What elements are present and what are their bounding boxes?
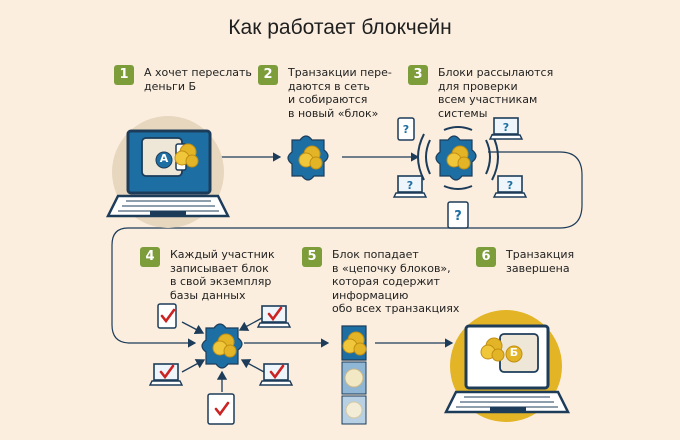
blockchain-chain-icon	[341, 325, 367, 425]
peer-check-icons	[149, 303, 293, 425]
step-number-badge: 2	[258, 65, 278, 85]
step-description: Транзакция завершена	[506, 248, 575, 275]
svg-text:?: ?	[454, 209, 462, 224]
receiver-laptop-icon	[443, 310, 571, 422]
peer-question-icons: ? ? ? ? ?	[393, 117, 527, 229]
arrow-3-4	[111, 151, 583, 348]
step-number-badge: 6	[476, 247, 496, 267]
step-description: Каждый участник записывает блок в свой э…	[170, 248, 275, 302]
step-number-badge: 1	[114, 65, 134, 85]
step-description: Блоки рассылаются для проверки всем учас…	[438, 66, 554, 120]
network-broadcast-icon: ? ? ? ? ?	[393, 117, 527, 229]
sender-laptop-icon	[105, 116, 231, 228]
step-description: Блок попадает в «цепочку блоков», котора…	[332, 248, 460, 315]
svg-text:?: ?	[407, 179, 413, 192]
svg-text:?: ?	[503, 121, 509, 134]
step-description: Транзакции пере- даются в сеть и собираю…	[288, 66, 392, 120]
page-title: Как работает блокчейн	[228, 16, 452, 39]
step-description: А хочет переслать деньги Б	[144, 66, 252, 93]
step-number-badge: 5	[302, 247, 322, 267]
block-puzzle-icon	[287, 135, 329, 181]
sender-wallet-letter: А	[159, 152, 169, 165]
svg-text:?: ?	[507, 179, 513, 192]
receiver-wallet-letter: Б	[509, 346, 519, 359]
peer-verification-icon	[149, 303, 293, 425]
svg-text:?: ?	[403, 123, 409, 136]
flow-lines	[111, 151, 583, 348]
step-number-badge: 3	[408, 65, 428, 85]
step-number-badge: 4	[140, 247, 160, 267]
